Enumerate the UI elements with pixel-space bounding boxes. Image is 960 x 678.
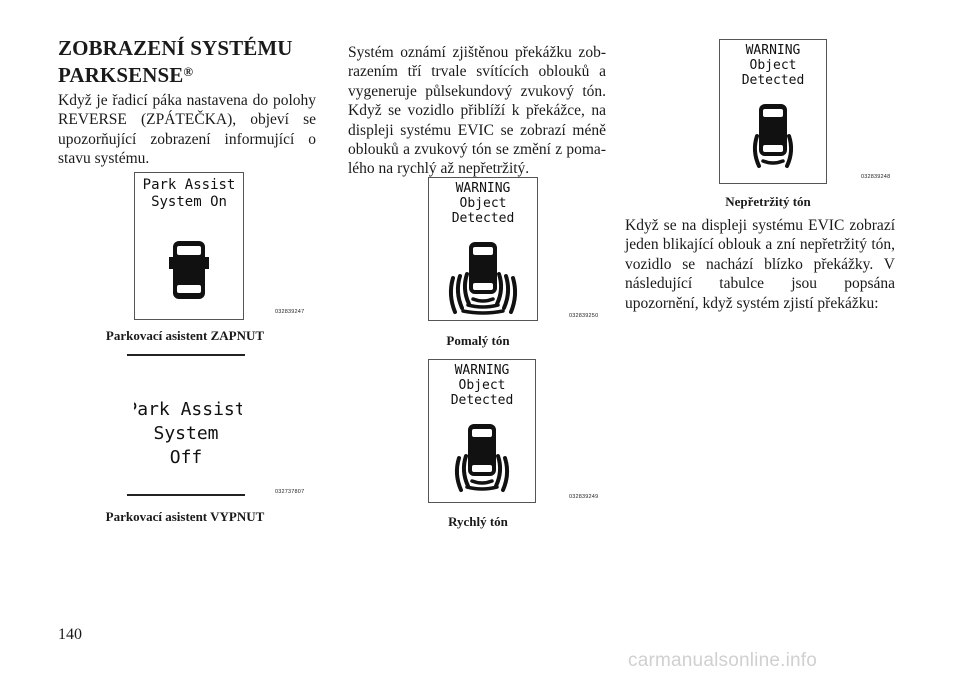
sensor-arc-rear [471, 297, 495, 303]
sensor-arc-right [502, 274, 511, 310]
sensor-arc-left [752, 134, 761, 168]
caption-slow-tone: Pomalý tón [446, 333, 510, 348]
sensor-arc-left [454, 456, 463, 492]
title-line-1: ZOBRAZENÍ SYSTÉMU [58, 36, 293, 60]
sensor-arcs [448, 272, 518, 315]
vehicle-icon [759, 104, 787, 156]
page-number: 140 [58, 626, 82, 643]
display-line-1: WARNING [456, 181, 511, 196]
display-slow-tone: WARNING Object Detected [448, 181, 518, 315]
sensor-arc-right [494, 454, 503, 488]
sensor-arc-right [501, 456, 510, 492]
display-continuous-tone: WARNING Object Detected [742, 43, 805, 168]
display-line-3: Off [170, 447, 203, 468]
intro-paragraph: Když je řadicí páka nastavena do polohy … [58, 92, 316, 168]
sensor-arc-left [462, 272, 471, 306]
registered-mark: ® [183, 64, 194, 79]
title-line-2: PARKSENSE [58, 63, 184, 87]
figure-code: 032839249 [569, 494, 599, 500]
figure-code: 032839247 [275, 309, 305, 315]
section-title: ZOBRAZENÍ SYSTÉMU PARKSENSE® [58, 36, 318, 87]
vehicle-icon [169, 241, 209, 299]
display-line-1: WARNING [746, 43, 801, 58]
watermark: carmanualsonline.info [628, 650, 818, 671]
display-line-3: Detected [451, 393, 514, 408]
sensor-arc-left [448, 276, 457, 314]
figure-code: 032737807 [275, 489, 305, 495]
display-line-2: Object [750, 58, 797, 73]
warning-description-paragraph: Systém oznámí zjištěnou překážku zob­raz… [348, 44, 606, 178]
display-fast-tone: WARNING Object Detected [451, 363, 514, 492]
figure-park-assist-on: Park Assist System On [134, 172, 244, 320]
vehicle-icon [469, 242, 497, 294]
sensor-arc-rear [465, 485, 499, 491]
close-obstacle-paragraph: Když se na displeji systému EVIC zob­raz… [625, 217, 895, 312]
sensor-arcs [752, 134, 794, 168]
sensor-arc-left [455, 274, 464, 310]
display-line-3: Detected [742, 73, 805, 88]
caption-fast-tone: Rychlý tón [448, 514, 508, 529]
caption-park-assist-off: Parkovací asistent VYPNUT [105, 509, 265, 524]
sensor-arc-rear [461, 309, 505, 315]
figure-slow-tone: WARNING Object Detected [428, 177, 538, 321]
sensor-arc-rear [466, 303, 500, 309]
figure-fast-tone: WARNING Object Detected [428, 359, 536, 503]
sensor-arcs [454, 454, 510, 492]
display-park-assist-off: Park Assist System Off [126, 399, 245, 468]
display-line-1: WARNING [455, 363, 510, 378]
vehicle-icon [468, 424, 496, 476]
divider-rule [127, 354, 245, 356]
sensor-arc-right [495, 272, 504, 306]
sensor-arc-rear [761, 159, 785, 165]
display-line-2: System [153, 423, 218, 444]
display-line-2: Object [459, 378, 506, 393]
figure-code: 032839248 [861, 174, 891, 180]
display-line-2: Object [460, 196, 507, 211]
sensor-arc-left [461, 454, 470, 488]
sensor-arc-right [785, 134, 794, 168]
display-line-1: Park Assist [143, 177, 236, 193]
display-line-3: Detected [452, 211, 515, 226]
figure-park-assist-off: Park Assist System Off [126, 390, 245, 468]
display-line-1: Park Assist [134, 399, 242, 420]
figure-continuous-tone: WARNING Object Detected [719, 39, 827, 184]
display-park-assist-on: Park Assist System On [143, 177, 236, 299]
sensor-arc-rear [470, 479, 494, 485]
caption-continuous-tone: Nepřetržitý tón [725, 194, 811, 209]
caption-park-assist-on: Parkovací asistent ZAPNUT [105, 328, 265, 343]
sensor-arc-right [509, 276, 518, 314]
figure-code: 032839250 [569, 313, 599, 319]
divider-rule [127, 494, 245, 496]
display-line-2: System On [151, 194, 227, 210]
